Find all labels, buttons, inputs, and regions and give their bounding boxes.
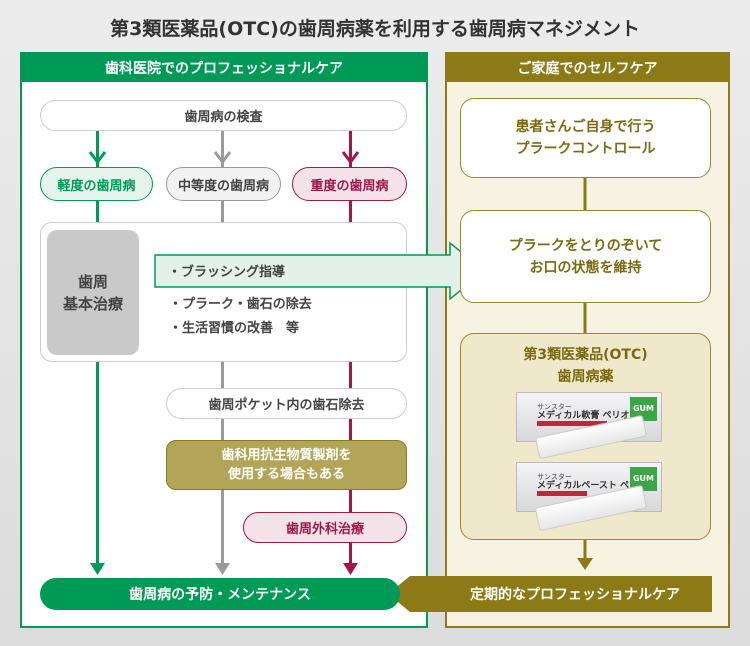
severe-pill: 重度の歯周病: [292, 167, 407, 201]
page-title: 第3類医薬品(OTC)の歯周病薬を利用する歯周病マネジメント: [110, 18, 640, 40]
otc-box: 第3類医薬品(OTC) 歯周病薬 サンスター メディカル軟膏 ペリオ GUM サ…: [460, 333, 711, 540]
regular-care-arrow: [388, 576, 712, 612]
otc-title: 第3類医薬品(OTC) 歯周病薬: [523, 347, 648, 385]
moderate-pill: 中等度の歯周病: [166, 167, 281, 201]
product-name: メディカルペースト ペリオ: [537, 481, 648, 491]
arrow-down-icon: [90, 563, 105, 575]
product-name: メディカル軟膏 ペリオ: [537, 411, 630, 421]
arrow-down-icon: [213, 151, 232, 165]
arrow-down-icon: [577, 558, 593, 570]
exam-pill: 歯周病の検査: [40, 100, 407, 131]
arrow-down-icon: [341, 151, 360, 165]
basic-treatment-label: 歯周 基本治療: [47, 230, 139, 355]
maintain-box: プラークをとりのぞいて お口の状態を維持: [460, 210, 711, 303]
basic-treatment-box: 歯周 基本治療 ・プラーク・歯石の除去 ・生活習慣の改善 等: [40, 222, 407, 362]
arrow-down-icon: [88, 151, 107, 165]
product-maker: サンスター: [537, 473, 572, 481]
clinic-header: 歯科医院でのプロフェッショナルケア: [22, 54, 426, 82]
bullet-item: ・ブラッシング指導: [168, 265, 286, 280]
plaque-control-box: 患者さんご自身で行う プラークコントロール: [460, 98, 711, 178]
bullet-item: ・プラーク・歯石の除去: [169, 297, 312, 312]
regular-care-label: 定期的なプロフェッショナルケア: [470, 587, 680, 603]
home-header: ご家庭でのセルフケア: [447, 54, 728, 82]
bullet-item: ・生活習慣の改善 等: [169, 321, 300, 336]
maintenance-pill: 歯周病の予防・メンテナンス: [40, 578, 400, 610]
arrow-down-icon: [343, 563, 358, 575]
antibiotic-box: 歯科用抗生物質製剤を 使用する場合もある: [166, 440, 407, 490]
product-maker: サンスター: [537, 403, 572, 411]
arrow-down-icon: [215, 563, 230, 575]
surgery-pill: 歯周外科治療: [243, 512, 407, 543]
pocket-pill: 歯周ポケット内の歯石除去: [166, 388, 407, 419]
mild-pill: 軽度の歯周病: [40, 167, 153, 201]
